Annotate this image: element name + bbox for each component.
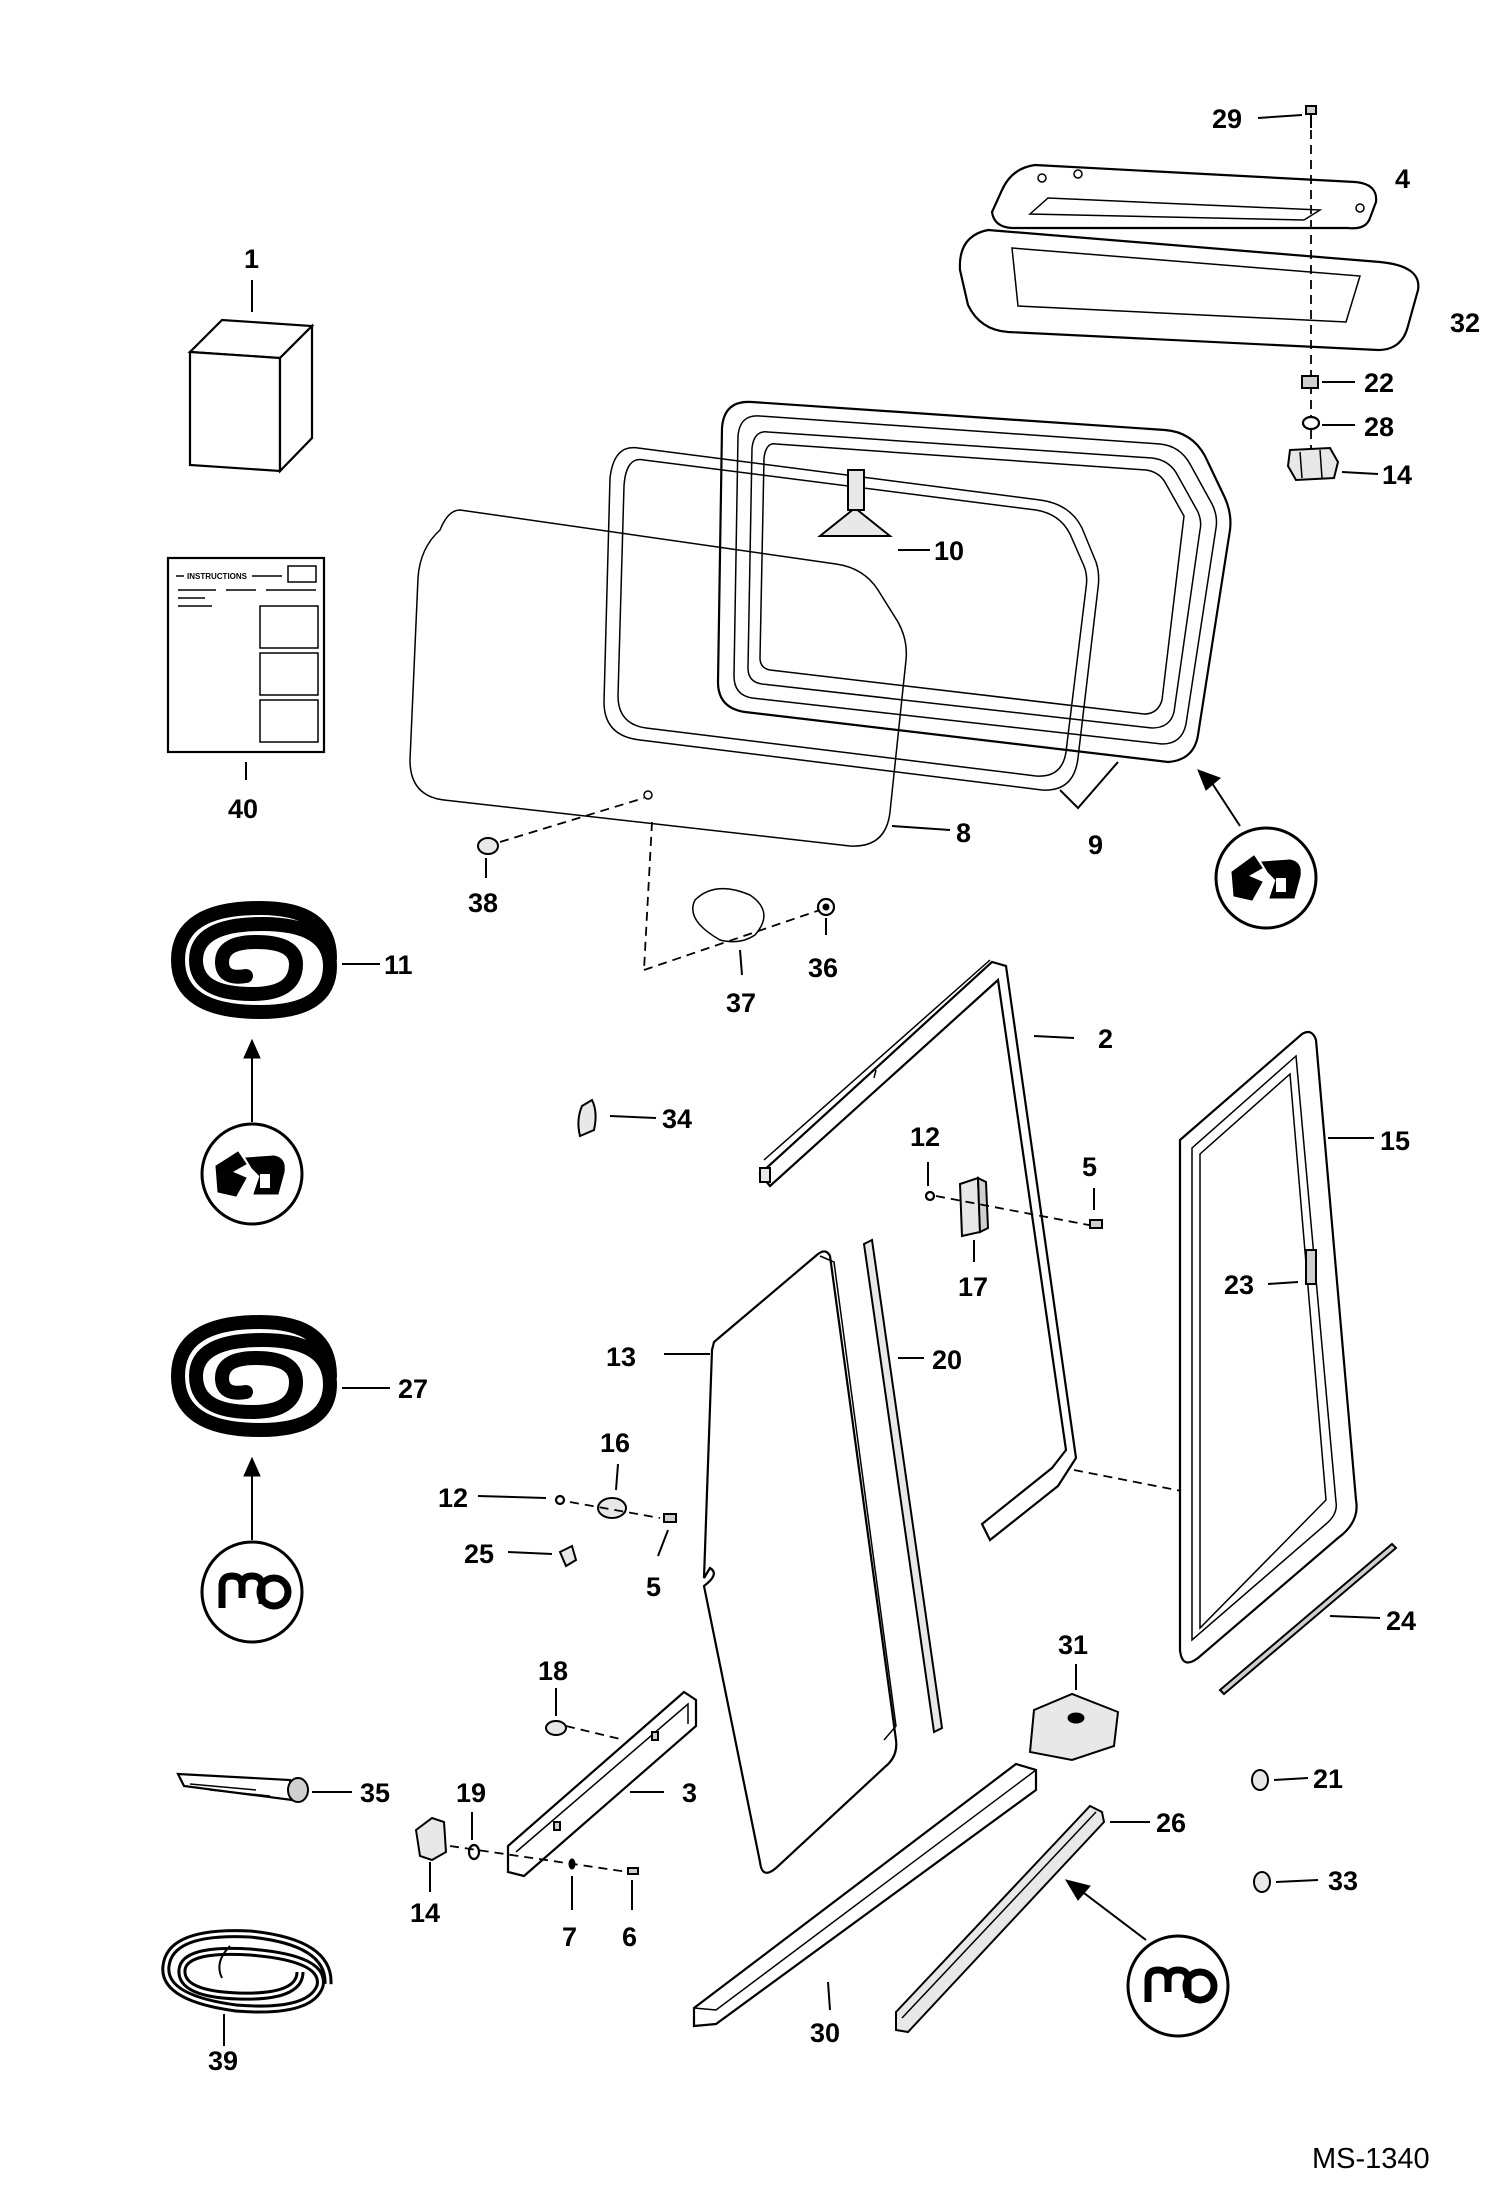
part-3-track bbox=[506, 1690, 698, 1878]
callout-24: 24 bbox=[1386, 1606, 1416, 1636]
callout-26: 26 bbox=[1156, 1808, 1186, 1838]
part-37-cable bbox=[692, 887, 765, 976]
part-12-nut-upper bbox=[924, 1162, 936, 1202]
callout-1: 1 bbox=[244, 244, 259, 274]
part-22-nut bbox=[1301, 375, 1355, 389]
part-11-seal-roll bbox=[170, 900, 380, 1122]
handle-pull-icon bbox=[200, 1122, 304, 1226]
seal-profile-icon bbox=[200, 1540, 304, 1644]
part-32-gasket bbox=[958, 228, 1420, 352]
part-38-knob bbox=[477, 797, 645, 878]
callout-5-upper: 5 bbox=[1082, 1152, 1097, 1182]
part-10-latch-bracket bbox=[817, 469, 930, 551]
part-20-channel bbox=[862, 1238, 944, 1734]
figure-id: MS-1340 bbox=[1312, 2143, 1430, 2175]
callout-6: 6 bbox=[622, 1922, 637, 1952]
part-31-block bbox=[1028, 1664, 1120, 1762]
callout-8: 8 bbox=[956, 818, 971, 848]
part-4-cover-plate bbox=[990, 163, 1378, 230]
part-33-plug bbox=[1253, 1871, 1319, 1893]
callout-21: 21 bbox=[1313, 1764, 1343, 1794]
handle-pull-icon bbox=[1197, 769, 1318, 930]
callout-12-upper: 12 bbox=[910, 1122, 940, 1152]
callout-14-upper: 14 bbox=[1382, 460, 1412, 490]
latch-axis-line bbox=[643, 909, 821, 971]
callout-40: 40 bbox=[228, 794, 258, 824]
seal-profile-icon bbox=[1064, 1879, 1230, 2038]
part-12-nut-lower bbox=[477, 1494, 566, 1506]
callout-39: 39 bbox=[208, 2046, 238, 2076]
callout-38: 38 bbox=[468, 888, 498, 918]
part-35-sealant-tube bbox=[176, 1772, 352, 1803]
callout-labels: 1 2 3 4 5 5 6 7 8 9 10 11 12 12 13 14 14… bbox=[208, 104, 1480, 2076]
part-1-box bbox=[187, 280, 315, 474]
part-9-window-frame bbox=[716, 400, 1232, 810]
part-8-window-glass bbox=[409, 509, 951, 847]
part-14-knob-lower bbox=[414, 1816, 448, 1892]
callout-9: 9 bbox=[1088, 830, 1103, 860]
part-13-door-glass bbox=[664, 1250, 898, 1874]
part-21-plug bbox=[1251, 1769, 1309, 1791]
callout-7: 7 bbox=[562, 1922, 577, 1952]
part-14-knob-top bbox=[1286, 446, 1379, 482]
callout-13: 13 bbox=[606, 1342, 636, 1372]
callout-12-lower: 12 bbox=[438, 1483, 468, 1513]
part-25-pad bbox=[507, 1544, 578, 1568]
part-39-hose bbox=[161, 1929, 333, 2046]
part-5-screw-upper bbox=[1089, 1188, 1103, 1229]
part-40-instructions: INSTRUCTIONS bbox=[166, 556, 326, 780]
part-34-clip bbox=[577, 1098, 657, 1138]
callout-25: 25 bbox=[464, 1539, 494, 1569]
part-17-bracket bbox=[935, 1176, 1095, 1262]
part-26-seal-strip bbox=[895, 1804, 1150, 2034]
callout-35: 35 bbox=[360, 1778, 390, 1808]
part-7-washer bbox=[568, 1858, 576, 1910]
part-19-washer bbox=[449, 1812, 629, 1873]
part-29-bolt bbox=[1257, 105, 1317, 128]
part-27-seal-roll bbox=[170, 1314, 390, 1540]
callout-10: 10 bbox=[934, 536, 964, 566]
callout-15: 15 bbox=[1380, 1126, 1410, 1156]
callout-29: 29 bbox=[1212, 104, 1242, 134]
callout-14-lower: 14 bbox=[410, 1898, 440, 1928]
callout-28: 28 bbox=[1364, 412, 1394, 442]
instructions-label: INSTRUCTIONS bbox=[187, 572, 248, 581]
part-18-pin bbox=[545, 1688, 625, 1741]
callout-27: 27 bbox=[398, 1374, 428, 1404]
callout-36: 36 bbox=[808, 953, 838, 983]
callout-22: 22 bbox=[1364, 368, 1394, 398]
callout-18: 18 bbox=[538, 1656, 568, 1686]
callout-11: 11 bbox=[384, 950, 413, 980]
callout-31: 31 bbox=[1058, 1630, 1088, 1660]
part-15-door-frame bbox=[1178, 1030, 1374, 1664]
part-16-knob-disc bbox=[597, 1463, 627, 1519]
part-24-strip bbox=[1218, 1542, 1398, 1696]
callout-16: 16 bbox=[600, 1428, 630, 1458]
callout-37: 37 bbox=[726, 988, 756, 1018]
callout-5-lower: 5 bbox=[646, 1572, 661, 1602]
callout-32: 32 bbox=[1450, 308, 1480, 338]
part-28-washer bbox=[1301, 415, 1355, 431]
glass-axis-line bbox=[643, 821, 653, 971]
part-6-screw bbox=[627, 1867, 639, 1910]
callout-34: 34 bbox=[662, 1104, 692, 1134]
callout-33: 33 bbox=[1328, 1866, 1358, 1896]
callout-30: 30 bbox=[810, 2018, 840, 2048]
part-window-seal-ring bbox=[603, 446, 1100, 791]
callout-3: 3 bbox=[682, 1778, 697, 1808]
callout-19: 19 bbox=[456, 1778, 486, 1808]
part-5-screw-lower bbox=[569, 1501, 677, 1557]
part-23-latch bbox=[1267, 1249, 1317, 1285]
callout-23: 23 bbox=[1224, 1270, 1254, 1300]
callout-17: 17 bbox=[958, 1272, 988, 1302]
part-36-washer bbox=[816, 897, 836, 935]
callout-4: 4 bbox=[1395, 164, 1410, 194]
part-2-door-rail bbox=[758, 959, 1078, 1542]
part-30-sill-wedge bbox=[692, 1762, 1038, 2028]
callout-2: 2 bbox=[1098, 1024, 1113, 1054]
callout-20: 20 bbox=[932, 1345, 962, 1375]
